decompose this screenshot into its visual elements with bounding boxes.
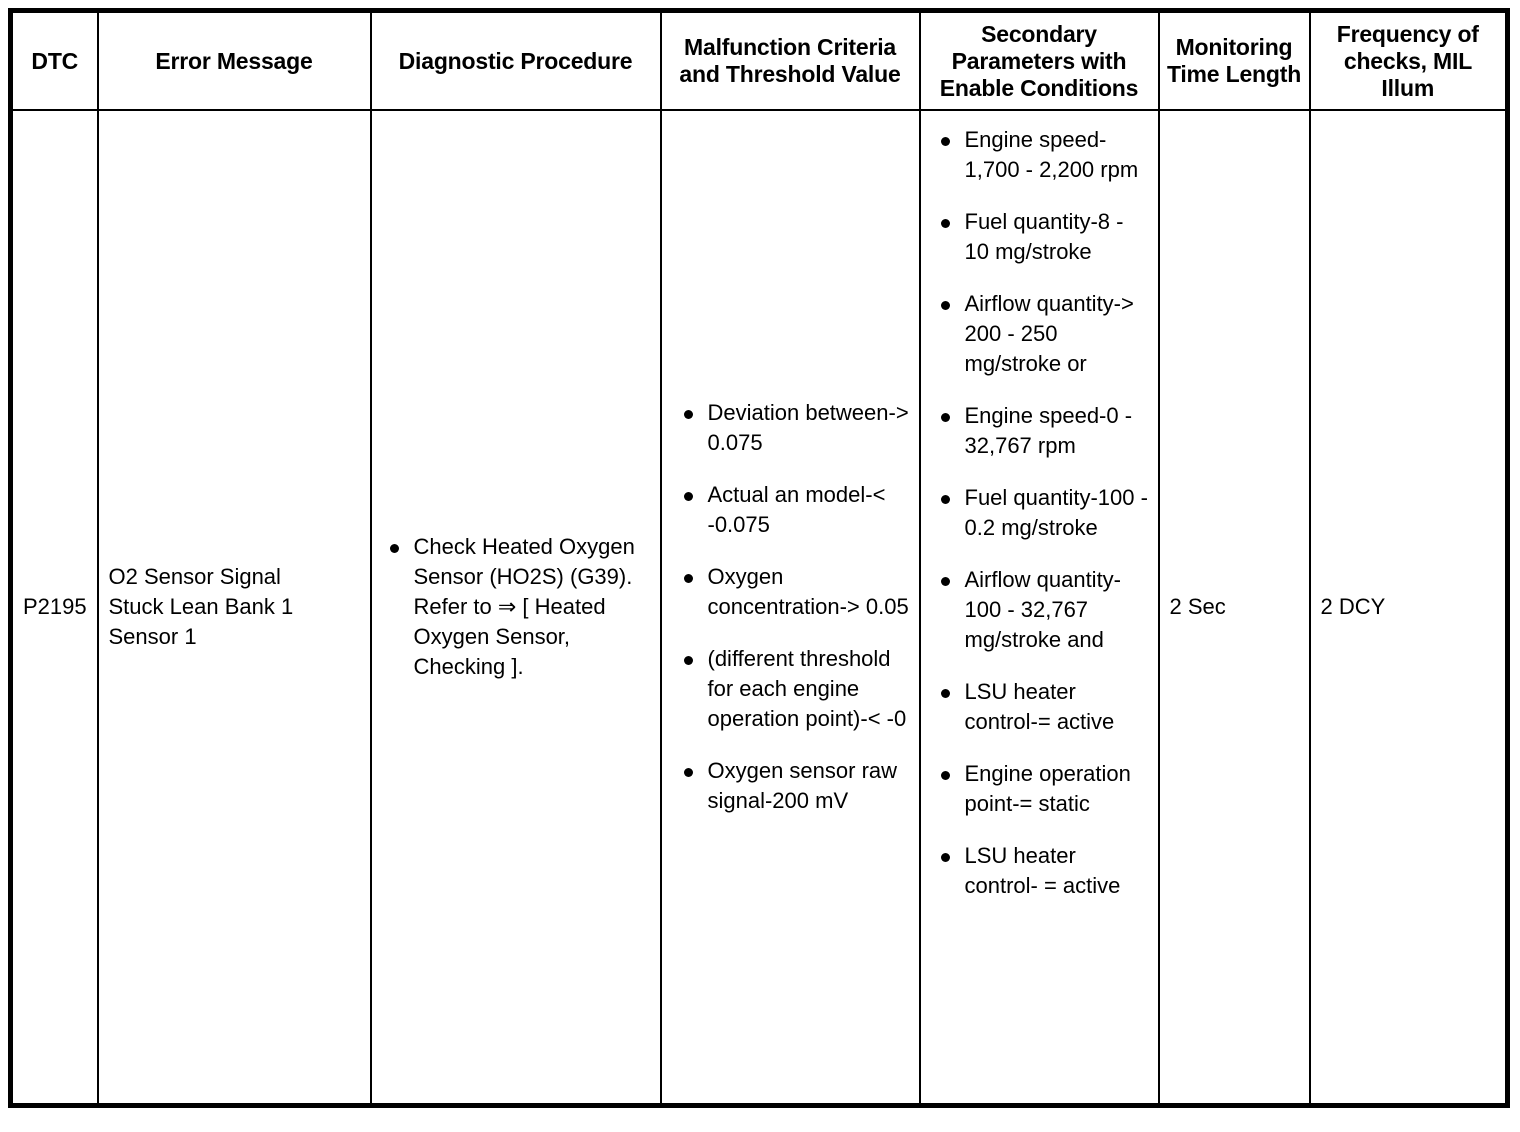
frequency-value: 2 DCY (1320, 594, 1386, 619)
column-header-secondary-parameters: Secondary Parameters with Enable Conditi… (918, 9, 1160, 111)
cell-malfunction-criteria: Deviation between-> 0.075 Actual an mode… (659, 109, 921, 1107)
column-header-diagnostic-procedure: Diagnostic Procedure (369, 9, 662, 111)
header-line: Monitoring (1175, 34, 1293, 60)
column-header-dtc: DTC (9, 9, 99, 111)
header-line: Illum (1381, 74, 1435, 101)
column-header-malfunction-criteria: Malfunction Criteria and Threshold Value (659, 9, 921, 111)
list-item: Actual an model-< -0.075 (683, 480, 915, 540)
monitoring-time-value: 2 Sec (1169, 594, 1226, 619)
header-line: Error Message (155, 47, 313, 74)
list-item: Deviation between-> 0.075 (683, 398, 915, 458)
list-item: Fuel quantity-8 - 10 mg/stroke (940, 207, 1154, 267)
header-line: Malfunction Criteria (684, 34, 896, 60)
list-item: Fuel quantity-100 - 0.2 mg/stroke (940, 483, 1154, 543)
malfunction-criteria-list: Deviation between-> 0.075 Actual an mode… (662, 398, 919, 816)
header-line: Diagnostic Procedure (398, 47, 633, 74)
column-header-monitoring-time-length: Monitoring Time Length (1157, 9, 1311, 111)
cell-diagnostic-procedure: Check Heated Oxygen Sensor (HO2S) (G39).… (369, 109, 662, 1107)
list-item: (different threshold for each engine ope… (683, 644, 915, 734)
diagnostic-procedure-list: Check Heated Oxygen Sensor (HO2S) (G39).… (372, 532, 660, 682)
header-line: and Threshold (679, 61, 836, 87)
header-line: checks, MIL (1343, 47, 1472, 74)
column-header-frequency-of-checks: Frequency of checks, MIL Illum (1308, 9, 1509, 111)
table-body: P2195 O2 Sensor Signal Stuck Lean Bank 1… (9, 109, 1509, 1107)
header-line: Enable Conditions (939, 74, 1139, 101)
header-line: Value (841, 61, 901, 87)
error-message-line: O2 Sensor Signal (108, 564, 281, 589)
cell-frequency-of-checks: 2 DCY (1308, 109, 1509, 1107)
error-message-text: O2 Sensor Signal Stuck Lean Bank 1 Senso… (99, 562, 370, 652)
list-item: Check Heated Oxygen Sensor (HO2S) (G39).… (389, 532, 656, 682)
list-item: LSU heater control- = active (940, 841, 1154, 901)
list-item: Oxygen sensor raw signal-200 mV (683, 756, 915, 816)
list-item: Engine speed-1,700 - 2,200 rpm (940, 125, 1154, 185)
list-item: Oxygen concentration-> 0.05 (683, 562, 915, 622)
cell-monitoring-time-length: 2 Sec (1157, 109, 1311, 1107)
header-line: Time (1166, 61, 1220, 87)
header-line: Length (1225, 61, 1302, 87)
dtc-diagnostic-table: DTC Error Message Diagnostic Procedure M… (8, 8, 1510, 1108)
table-header: DTC Error Message Diagnostic Procedure M… (9, 9, 1509, 111)
header-line: Frequency of (1336, 20, 1479, 47)
dtc-code: P2195 (23, 594, 87, 619)
cell-error-message: O2 Sensor Signal Stuck Lean Bank 1 Senso… (96, 109, 372, 1107)
column-header-error-message: Error Message (96, 9, 372, 111)
cell-secondary-parameters: Engine speed-1,700 - 2,200 rpm Fuel quan… (918, 109, 1160, 1107)
list-item: Engine operation point-= static (940, 759, 1154, 819)
list-item: Engine speed-0 - 32,767 rpm (940, 401, 1154, 461)
cell-dtc: P2195 (9, 109, 99, 1107)
list-item: LSU heater control-= active (940, 677, 1154, 737)
header-line: Parameters with (951, 47, 1127, 74)
header-line: Secondary (981, 20, 1097, 47)
list-item: Airflow quantity-> 200 - 250 mg/stroke o… (940, 289, 1154, 379)
header-row: DTC Error Message Diagnostic Procedure M… (9, 9, 1509, 111)
secondary-parameters-list: Engine speed-1,700 - 2,200 rpm Fuel quan… (921, 125, 1158, 901)
error-message-line: Sensor 1 (108, 624, 197, 649)
header-line: DTC (31, 47, 79, 74)
error-message-line: Stuck Lean Bank 1 (108, 594, 294, 619)
table-row: P2195 O2 Sensor Signal Stuck Lean Bank 1… (9, 109, 1509, 1107)
list-item: Airflow quantity-100 - 32,767 mg/stroke … (940, 565, 1154, 655)
